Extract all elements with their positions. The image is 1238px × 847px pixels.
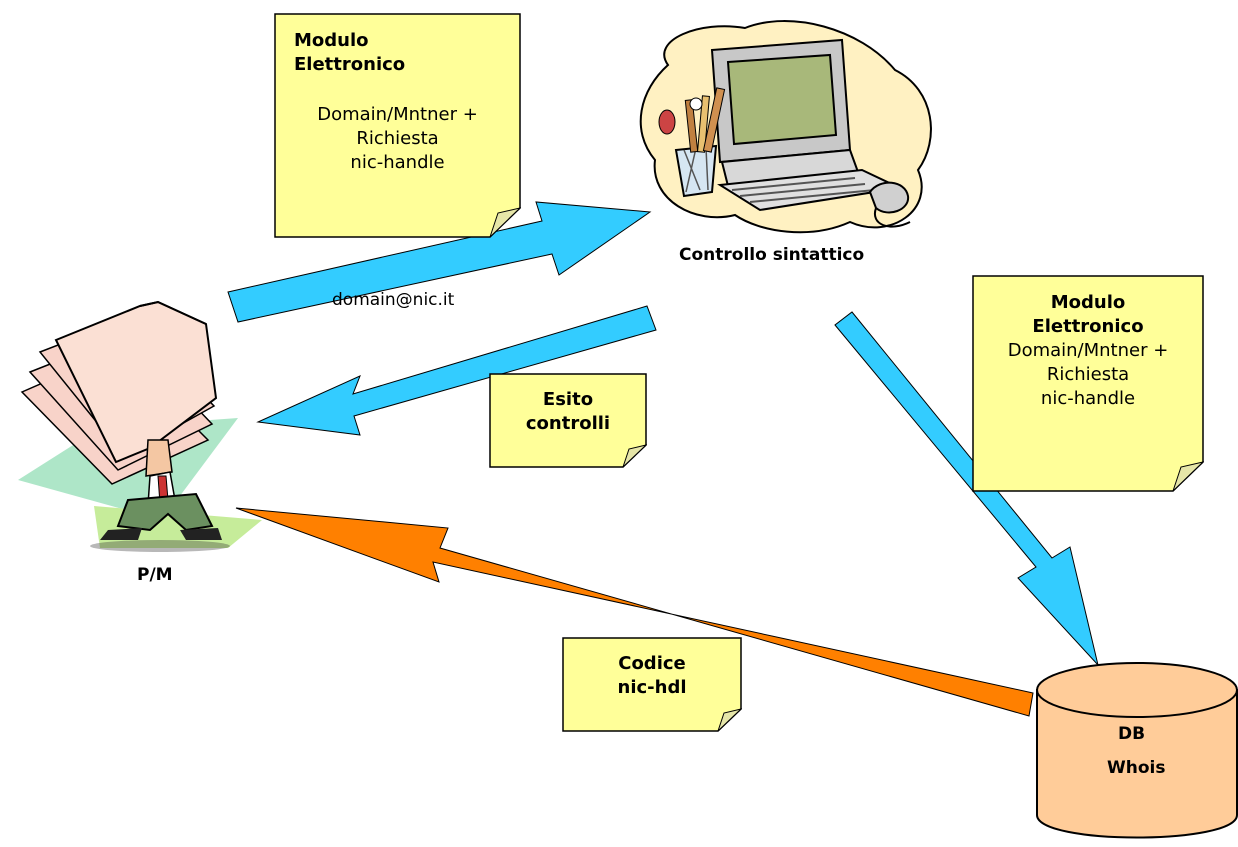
note-right-line3: Domain/Mntner + [1007,340,1169,361]
note-top-line3: Domain/Mntner + [317,104,478,125]
computer-label: Controllo sintattico [679,245,865,265]
note-right-line1: Modulo [1050,292,1126,313]
note-codice: Codice nic-hdl [562,637,742,732]
note-codice-line1: Codice [618,653,686,674]
arrow-to-user [256,305,657,436]
computer-icon [639,20,932,234]
note-esito-line2: controlli [525,413,611,434]
note-top-line4: Richiesta [356,128,439,149]
user-label: P/M [137,565,173,585]
arrow-to-computer [227,201,652,323]
arrow-to-db [834,311,1099,667]
note-modulo-top: Modulo Elettronico Domain/Mntner + Richi… [274,13,521,238]
user-icon [18,300,262,552]
note-right-line5: nic-handle [1040,388,1136,409]
note-top-line5: nic-handle [350,152,445,173]
note-esito-line1: Esito [542,389,594,410]
note-top-line1: Modulo [294,30,369,51]
note-modulo-right: Modulo Elettronico Domain/Mntner + Richi… [972,275,1204,492]
note-codice-line2: nic-hdl [617,677,687,698]
note-esito: Esito controlli [489,373,647,468]
note-right-line4: Richiesta [1046,364,1130,385]
db-label-line2: Whois [1107,758,1166,778]
note-top-line2: Elettronico [294,54,406,75]
database-icon [1036,662,1238,839]
arrow-from-db [235,507,1034,717]
db-label-line1: DB [1118,724,1146,744]
email-label: domain@nic.it [332,290,455,310]
note-right-line2: Elettronico [1032,316,1144,337]
